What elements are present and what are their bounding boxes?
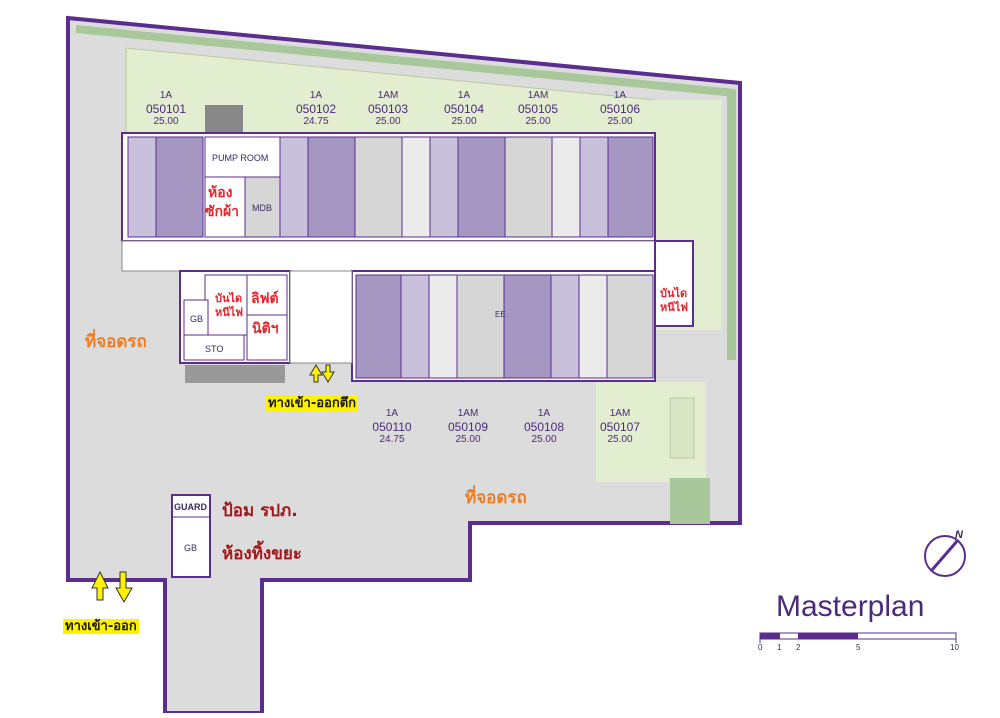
unit-number: 050106 <box>599 102 641 116</box>
green-square <box>669 397 695 459</box>
unit-label-050110: 1A 050110 24.75 <box>362 408 422 446</box>
security-post-label: ป้อม รปภ. <box>222 501 298 521</box>
unit-label-050108: 1A 050108 25.00 <box>514 408 574 446</box>
scale-tick-10: 10 <box>950 643 959 652</box>
unit-number: 050110 <box>372 420 412 434</box>
scale-tick-5: 5 <box>856 643 861 652</box>
north-arrow <box>924 535 966 577</box>
unit-number: 050104 <box>443 102 485 116</box>
unit-area: 25.00 <box>607 116 633 128</box>
stair-left-label-2: หนีไฟ <box>215 306 244 319</box>
guard-house <box>171 494 211 578</box>
unit-label-050107: 1AM 050107 25.00 <box>590 408 650 446</box>
green-strip-right <box>727 90 736 360</box>
unit-number: 050101 <box>145 102 187 116</box>
stair-left-label-1: บันได <box>215 292 243 305</box>
unit-type: 1A <box>159 90 173 101</box>
unit-area: 24.75 <box>379 434 405 446</box>
north-label: N <box>955 529 963 541</box>
unit-area: 25.00 <box>607 434 633 446</box>
scale-tick-0: 0 <box>758 643 763 652</box>
unit-number: 050105 <box>517 102 559 116</box>
green-strip-top <box>76 25 735 97</box>
unit-area: 25.00 <box>531 434 557 446</box>
sto-label: STO <box>205 344 224 354</box>
stair-left <box>204 274 248 336</box>
mdb-label: MDB <box>252 203 272 213</box>
arrow-site-entrance <box>91 570 133 604</box>
building-entrance-label: ทางเข้า-ออกตึก <box>266 392 359 413</box>
unit-label-050103: 1AM 050103 25.00 <box>358 90 418 128</box>
unit-area: 25.00 <box>455 434 481 446</box>
juristic-box <box>246 314 288 361</box>
unit-label-050109: 1AM 050109 25.00 <box>438 408 498 446</box>
parking-center-label: ที่จอดรถ <box>465 488 527 508</box>
arrow-building-entrance <box>309 364 335 383</box>
unit-area: 25.00 <box>525 116 551 128</box>
lower-units <box>355 274 654 379</box>
laundry-label-2: ซักผ้า <box>205 204 240 220</box>
scale-bar <box>759 632 957 643</box>
parking-left-label: ที่จอดรถ <box>85 332 147 352</box>
unit-area: 24.75 <box>303 116 329 128</box>
unit-label-050104: 1A 050104 25.00 <box>434 90 494 128</box>
unit-label-050102: 1A 050102 24.75 <box>286 90 346 128</box>
unit-label-050105: 1AM 050105 25.00 <box>508 90 568 128</box>
garbage-room-label: ห้องทิ้งขยะ <box>222 544 302 564</box>
unit-type: 1A <box>537 408 551 419</box>
gb-guard-label: GB <box>184 543 198 553</box>
scale-tick-2: 2 <box>796 643 801 652</box>
unit-number: 050102 <box>295 102 337 116</box>
lift-label: ลิฟต์ <box>251 291 279 307</box>
site-entrance-label: ทางเข้า-ออก <box>63 615 139 636</box>
scale-tick-1: 1 <box>777 643 782 652</box>
planter-top <box>205 105 243 133</box>
unit-type: 1A <box>385 408 399 419</box>
unit-number: 050108 <box>523 420 565 434</box>
gb-left-label: GB <box>190 314 204 324</box>
site-entrance-text: ทางเข้า-ออก <box>63 619 139 634</box>
guard-label: GUARD <box>174 502 207 512</box>
juristic-label: นิติฯ <box>252 321 279 337</box>
unit-label-050101: 1A 050101 25.00 <box>136 90 196 128</box>
masterplan-title: Masterplan <box>776 590 925 623</box>
green-square-2 <box>670 478 710 524</box>
unit-area: 25.00 <box>153 116 179 128</box>
unit-type: 1AM <box>457 408 479 419</box>
unit-number: 050103 <box>367 102 409 116</box>
unit-label-050106: 1A 050106 25.00 <box>590 90 650 128</box>
ee-label: EE <box>495 310 506 319</box>
sto-box <box>183 334 245 361</box>
unit-type: 1A <box>457 90 471 101</box>
upper-units <box>127 136 654 238</box>
laundry-label-1: ห้อง <box>208 185 233 201</box>
unit-type: 1A <box>309 90 323 101</box>
pump-room-label: PUMP ROOM <box>212 153 269 163</box>
stair-right-label-1: บันได <box>660 287 688 300</box>
unit-type: 1AM <box>609 408 631 419</box>
unit-type: 1AM <box>527 90 549 101</box>
stair-right-block <box>654 240 694 327</box>
unit-type: 1A <box>613 90 627 101</box>
unit-number: 050109 <box>447 420 489 434</box>
planter-bottom <box>185 365 285 383</box>
unit-number: 050107 <box>599 420 641 434</box>
stair-right-label-2: หนีไฟ <box>660 301 689 314</box>
corridor <box>121 240 683 272</box>
lobby <box>289 270 353 364</box>
unit-type: 1AM <box>377 90 399 101</box>
unit-area: 25.00 <box>451 116 477 128</box>
building-entrance-text: ทางเข้า-ออกตึก <box>266 396 359 411</box>
gb-box <box>183 299 209 336</box>
unit-area: 25.00 <box>375 116 401 128</box>
